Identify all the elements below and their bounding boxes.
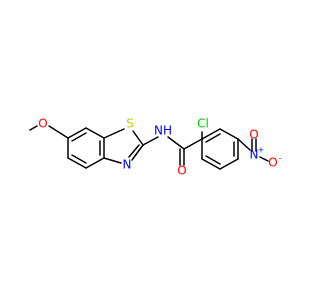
bond-benzo-2	[67, 157, 87, 169]
bond-nitro-o-right	[259, 156, 269, 162]
atom-label-layer: O S N NH O Cl N + O O -	[38, 117, 281, 178]
bond-ring2-5	[219, 128, 239, 140]
bond-c3a-s	[103, 128, 125, 139]
chemical-structure-diagram: O S N NH O Cl N + O O -	[29, 117, 282, 178]
bond-benzo-inner-3	[71, 132, 87, 142]
amide-nh-label: NH	[154, 124, 172, 138]
bond-benzo-5	[85, 127, 105, 139]
amide-oxygen-label: O	[177, 164, 186, 178]
bond-ring-nitro	[237, 138, 251, 151]
bond-oxygen-ring	[48, 125, 69, 139]
bond-methyl-oxygen	[29, 125, 38, 131]
thiazole-nitrogen-label: N	[123, 158, 132, 172]
methoxy-oxygen-label: O	[38, 117, 47, 131]
nitro-oxygen-right-label: O	[268, 156, 277, 170]
bond-c2-n-double	[128, 144, 140, 158]
thiazole-sulfur-label: S	[126, 117, 134, 131]
bond-c2-nh	[142, 136, 159, 146]
bond-nh-carbonyl	[167, 136, 185, 150]
bond-ring2-6	[201, 128, 221, 140]
bond-benzo-inner-1	[71, 154, 87, 164]
bond-ring2-3	[219, 158, 239, 170]
bond-carbonyl-ring	[183, 138, 203, 150]
bond-ring2-inner-1	[205, 155, 221, 165]
bond-ring2-2	[201, 158, 221, 170]
bond-benzo-3	[85, 157, 105, 169]
bond-c2-n	[131, 144, 144, 161]
bond-s-c2	[132, 130, 144, 146]
nitro-oxygen-right-charge: -	[279, 154, 282, 163]
nitro-nitrogen-label: N	[250, 148, 259, 162]
bond-layer	[29, 125, 269, 170]
nitro-nitrogen-charge: +	[258, 146, 265, 155]
bond-n-c7a	[103, 157, 122, 164]
bond-benzo-6	[67, 127, 87, 139]
nitro-oxygen-top-label: O	[249, 128, 258, 142]
bond-ring2-inner-3	[205, 133, 221, 143]
chlorine-label: Cl	[197, 117, 209, 131]
